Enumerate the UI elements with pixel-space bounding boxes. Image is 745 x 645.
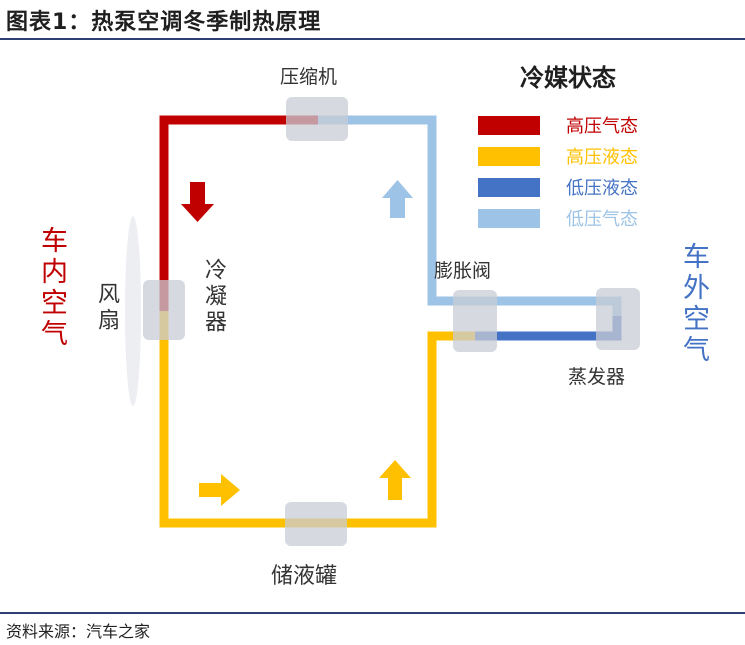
evaporator-label: 蒸发器 — [568, 366, 626, 388]
legend-swatch — [478, 115, 540, 135]
flow-arrow-up-icon — [382, 180, 413, 218]
legend-item-low-pressure-gas: 低压气态 — [478, 207, 638, 230]
legend-swatch — [478, 208, 540, 228]
legend-label: 低压气态 — [566, 209, 638, 230]
footer-divider — [0, 612, 745, 614]
legend-label: 高压液态 — [566, 147, 638, 168]
fan-blade-shape — [125, 216, 141, 406]
pipe-high-pressure-liquid — [159, 311, 475, 528]
receiver-label: 储液罐 — [271, 564, 338, 589]
legend-title: 冷媒状态 — [520, 64, 616, 92]
legend-swatch — [478, 146, 540, 166]
condenser-label: 冷凝器 — [201, 258, 226, 336]
compressor-node — [286, 97, 348, 141]
expansion-valve-node — [453, 290, 497, 352]
legend-label: 高压气态 — [566, 116, 638, 137]
legend-swatch — [478, 177, 540, 197]
expansion-valve-label: 膨胀阀 — [434, 260, 492, 282]
evaporator-node — [596, 288, 640, 350]
source-note: 资料来源：汽车之家 — [6, 622, 151, 641]
flow-arrow-right-icon — [199, 474, 240, 506]
flow-arrow-up-icon — [379, 460, 411, 500]
inside-air-label: 车内空气 — [36, 226, 67, 350]
legend-item-low-pressure-liquid: 低压液态 — [478, 176, 638, 199]
outside-air-label: 车外空气 — [678, 242, 709, 366]
condenser-node — [143, 280, 185, 340]
compressor-label: 压缩机 — [280, 66, 338, 88]
legend-item-high-pressure-gas: 高压气态 — [478, 114, 638, 137]
receiver-node — [285, 502, 347, 546]
pipe-high-pressure-gas — [159, 115, 318, 311]
fan-label: 风扇 — [94, 282, 119, 334]
legend-item-high-pressure-liquid: 高压液态 — [478, 145, 638, 168]
title-divider — [0, 38, 745, 40]
flow-arrow-down-icon — [181, 182, 214, 222]
legend-label: 低压液态 — [566, 178, 638, 199]
figure-title: 图表1：热泵空调冬季制热原理 — [6, 10, 322, 35]
